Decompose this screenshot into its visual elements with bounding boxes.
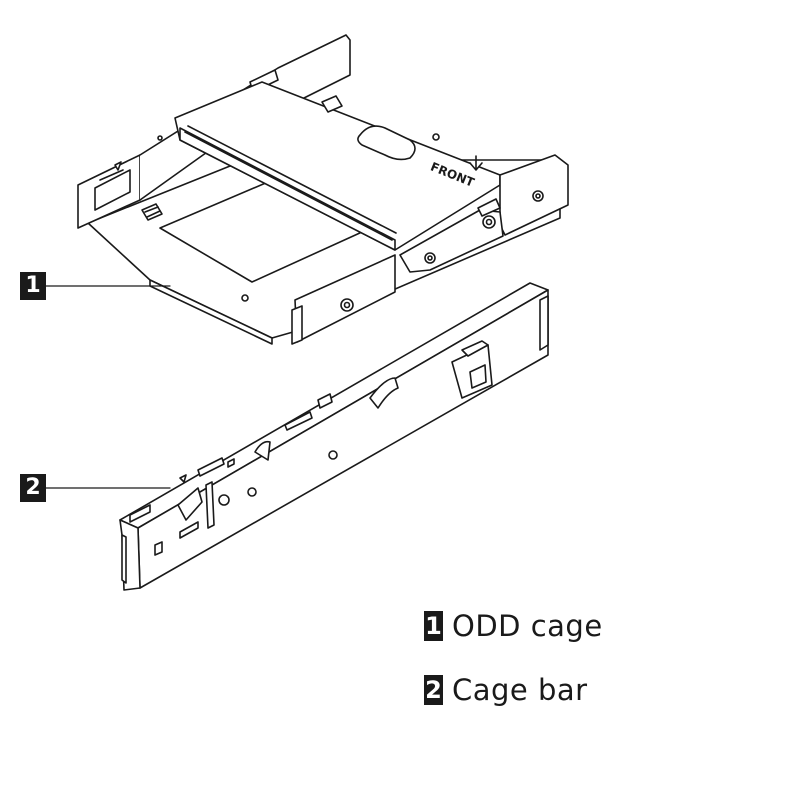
odd-cage [77,34,569,345]
legend-item-odd-cage: 1 ODD cage [424,609,603,643]
legend-number-2: 2 [424,675,443,705]
legend-label-1: ODD cage [452,609,603,643]
callout-1-marker: 1 [20,272,46,300]
cage-bar [119,282,549,591]
legend-label-2: Cage bar [452,673,588,707]
callout-2-marker: 2 [20,474,46,502]
legend-number-1: 1 [424,611,443,641]
legend-item-cage-bar: 2 Cage bar [424,673,588,707]
leader-lines [45,285,171,489]
